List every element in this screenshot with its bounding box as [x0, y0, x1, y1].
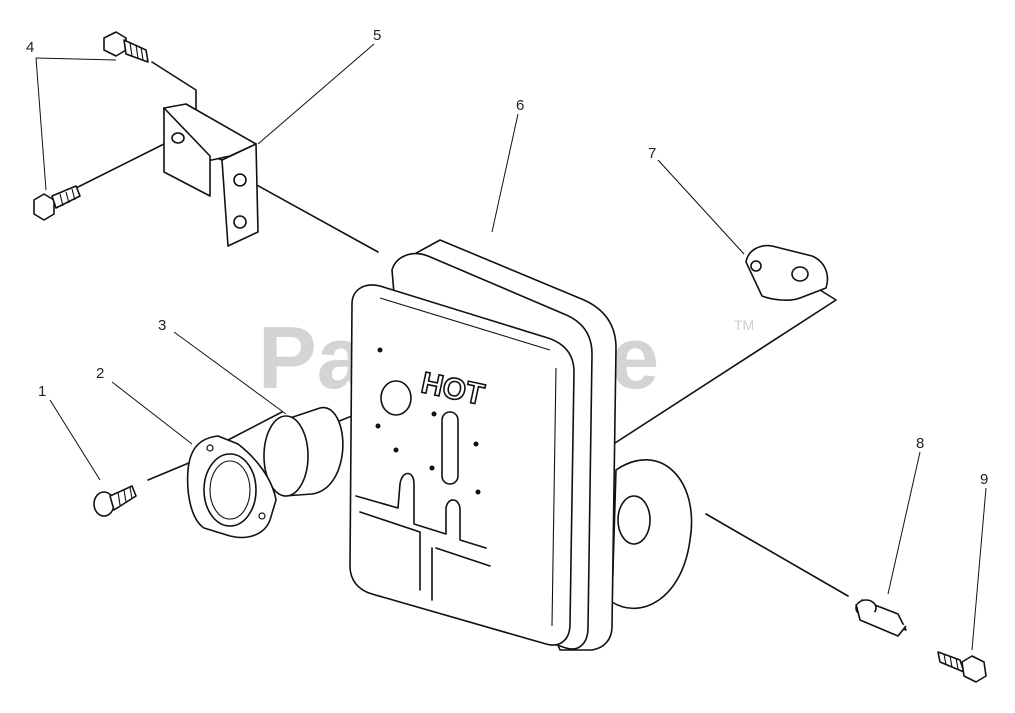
callout-3: 3 — [158, 317, 166, 334]
part-7-gasket[interactable] — [745, 244, 829, 301]
part-9-bolt[interactable] — [937, 651, 987, 683]
part-6-muffler[interactable]: HOT — [349, 239, 693, 651]
callout-6: 6 — [516, 97, 524, 114]
callout-leaders — [35, 43, 987, 651]
callout-8: 8 — [916, 435, 924, 452]
watermark-tm: TM — [734, 317, 754, 333]
part-3-tube[interactable] — [263, 406, 344, 497]
part-4-bolt-lower[interactable] — [33, 185, 81, 221]
part-4-bolt-top[interactable] — [103, 31, 149, 63]
callout-7: 7 — [648, 145, 656, 162]
callout-9: 9 — [980, 471, 988, 488]
callout-4: 4 — [26, 39, 34, 56]
callout-labels: 1 2 3 4 5 6 7 8 9 — [26, 27, 988, 488]
part-2-flange[interactable] — [186, 435, 277, 539]
part-8-spacer[interactable] — [855, 599, 907, 637]
callout-1: 1 — [38, 383, 46, 400]
callout-2: 2 — [96, 365, 104, 382]
part-1-screw[interactable] — [93, 485, 137, 517]
assembly-line-pipe — [147, 289, 849, 597]
part-5-bracket[interactable] — [163, 103, 259, 247]
callout-5: 5 — [373, 27, 381, 44]
